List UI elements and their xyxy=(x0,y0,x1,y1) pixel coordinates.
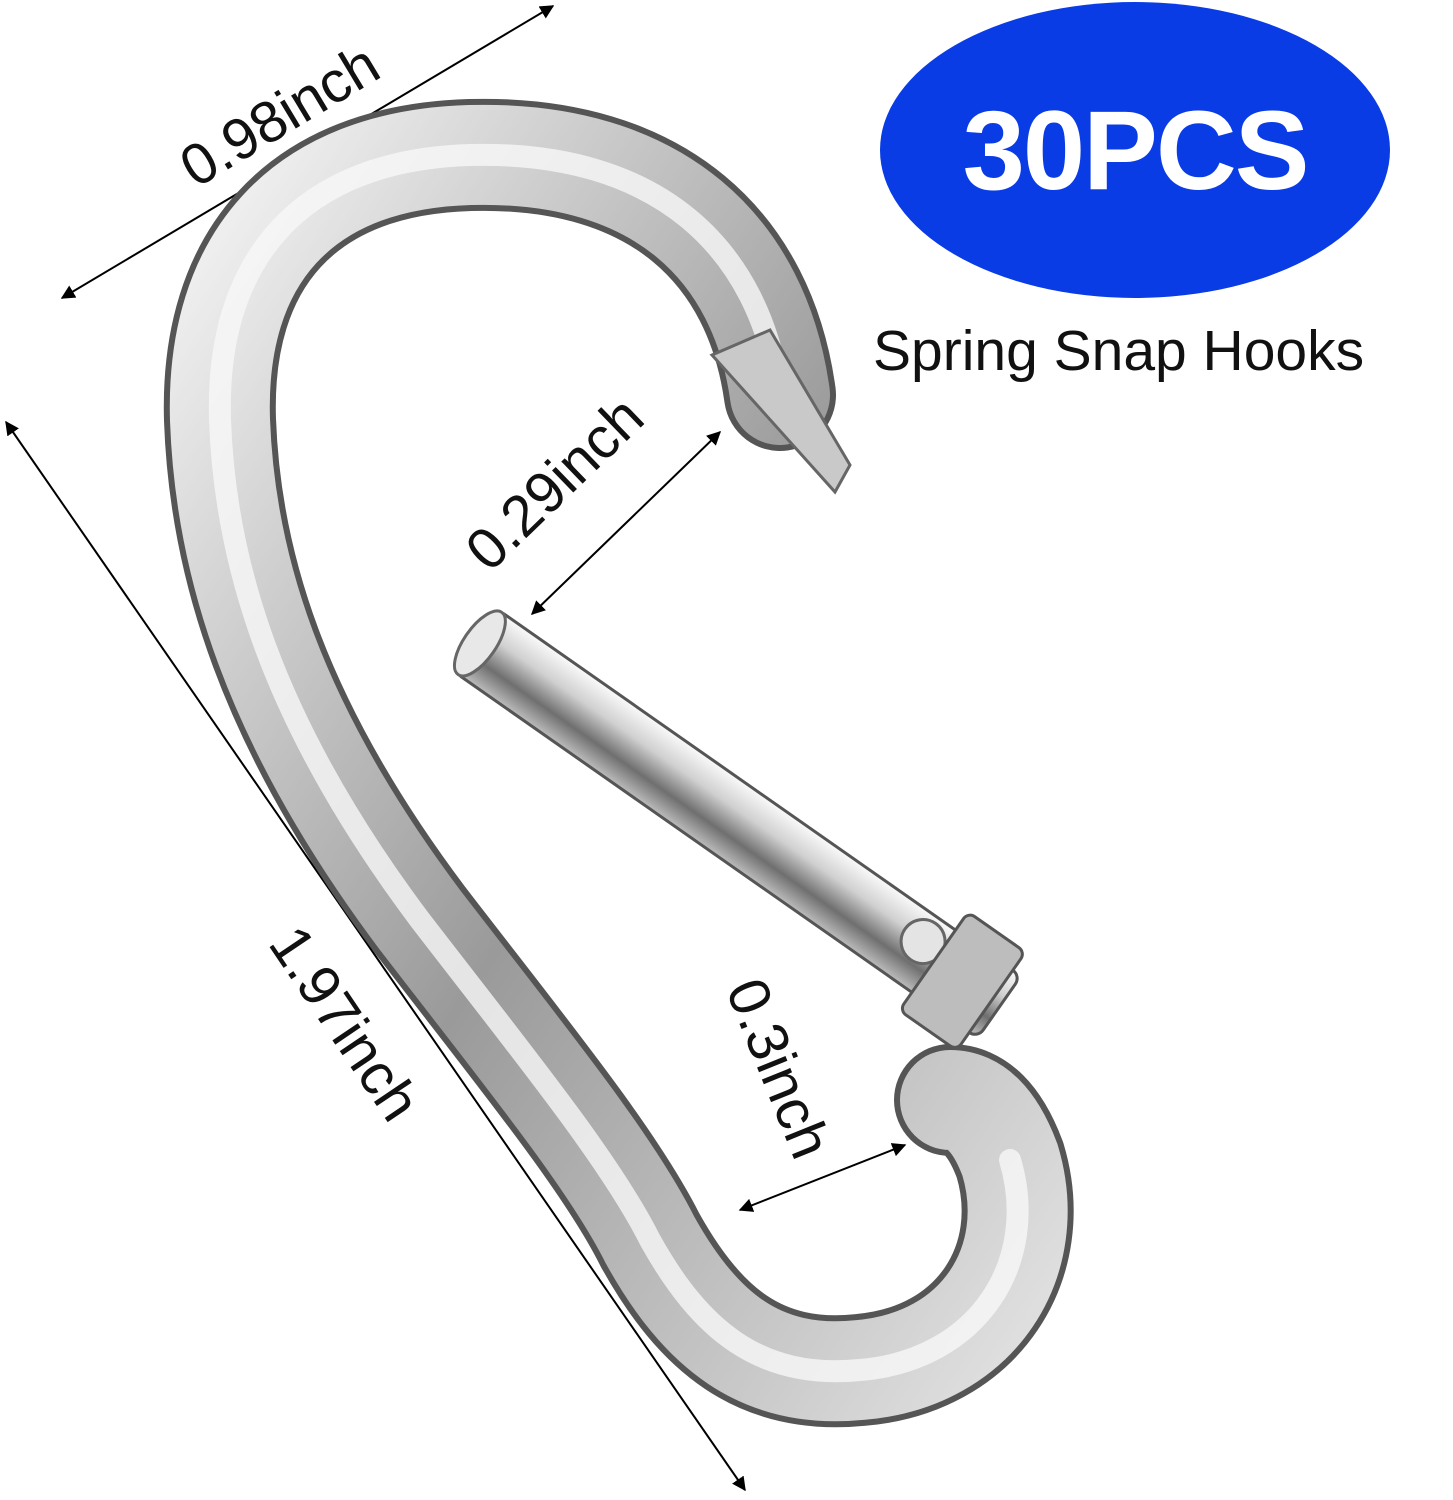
quantity-badge: 30PCS xyxy=(880,2,1390,298)
quantity-badge-text: 30PCS xyxy=(962,87,1310,213)
length-dimension-arrow xyxy=(5,420,746,1492)
product-subtitle: Spring Snap Hooks xyxy=(873,319,1365,383)
gate-dimension-arrow xyxy=(530,431,722,615)
eye-dimension-arrow xyxy=(738,1143,907,1212)
carabiner-snap-hook-icon xyxy=(163,98,1074,1428)
